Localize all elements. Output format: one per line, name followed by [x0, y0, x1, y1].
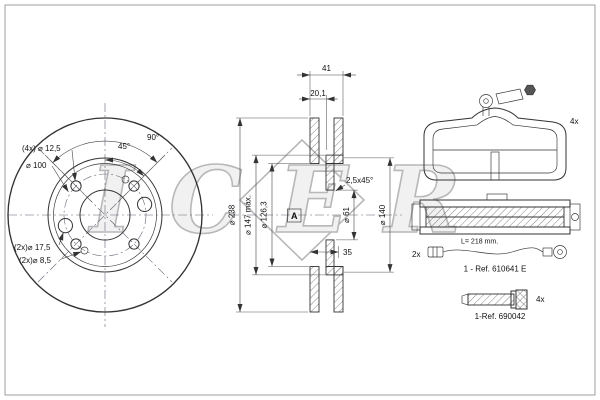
angle-90-label: 90°	[147, 133, 159, 142]
front-view-labels: (4x) ⌀ 12,5 ⌀ 100 (2x)⌀ 17,5 (2x)⌀ 8,5	[14, 144, 82, 265]
sensor-ref-label: 1 - Ref. 610641 E	[464, 265, 527, 274]
flange-diameter-label: ⌀ 140	[378, 204, 387, 225]
chamfer-note: 2,5x45°	[335, 176, 373, 192]
pad-end-clip-left	[411, 203, 421, 231]
outer-diameter-label: ⌀ 238	[228, 204, 237, 225]
wear-indicator-sensor: 2x L= 218 mm. 1 - Ref. 610641 E	[412, 239, 567, 274]
pad-backplate-bottom	[419, 226, 571, 235]
section-geometry	[309, 117, 344, 313]
disc-outer-circle	[7, 117, 203, 313]
dim-flange-diameter: ⌀ 140	[344, 157, 394, 273]
sensor-ring-terminal	[553, 245, 567, 259]
locating-hole-large	[137, 196, 153, 212]
pad-center-tab	[486, 193, 508, 201]
locating-hole-large	[57, 218, 74, 234]
max-diameter-label: ⌀ 147 máx.	[244, 195, 253, 235]
disc-section-plate	[309, 117, 320, 164]
total-width-label: 41	[322, 64, 331, 73]
disc-section-plate	[325, 266, 344, 276]
dim-total-width: 41	[297, 64, 356, 116]
depth-label: 35	[343, 248, 352, 257]
sensor-cable	[442, 247, 544, 255]
sensor-ring-hole	[557, 249, 563, 255]
dim-outer-diameter: ⌀ 238	[228, 117, 308, 313]
brake-pad-front-view: 4x	[423, 84, 578, 181]
pin-head-crosshatch	[515, 289, 528, 310]
pin-qty-label: 4x	[536, 295, 544, 304]
locating-hole-small-label: (2x)⌀ 8,5	[19, 256, 51, 265]
locating-hole-large-label: (2x)⌀ 17,5	[14, 243, 51, 252]
wear-clip-stem	[482, 107, 490, 116]
section-mark-label: A	[291, 211, 298, 221]
dim-friction-inner-diameter: ⌀ 126,3	[260, 163, 309, 267]
pad-outline	[423, 107, 567, 181]
dim-hat-width: 20,1	[299, 89, 338, 150]
disc-front-view: 45° 90° (4x) ⌀ 12,5 ⌀ 100 (2x)⌀ 17,5 (2x…	[7, 103, 213, 327]
wear-clip-ring	[479, 94, 493, 108]
pad-end-clip-right	[569, 203, 581, 231]
friction-inner-diameter-label: ⌀ 126,3	[260, 201, 269, 229]
pad-friction-top	[425, 206, 565, 218]
pcd-label: ⌀ 100	[26, 161, 47, 170]
pad-qty-label: 4x	[570, 117, 578, 126]
pad-center-slot	[490, 151, 500, 181]
pin-tip	[461, 293, 469, 306]
angle-45-label: 45°	[118, 142, 130, 151]
angle-dimensions: 45° 90°	[44, 133, 166, 203]
pad-friction-bottom	[425, 216, 565, 228]
chamfer-label: 2,5x45°	[346, 176, 373, 185]
icer-diamond-logo	[238, 138, 366, 262]
hub-bore-circle	[79, 189, 131, 241]
hat-width-label: 20,1	[310, 89, 326, 98]
pad-clip-hole	[571, 213, 579, 221]
bolt-holes-label: (4x) ⌀ 12,5	[22, 144, 61, 153]
disc-section-plate	[325, 163, 335, 191]
bolt-hole	[70, 238, 82, 250]
section-mark: A	[287, 208, 302, 223]
pin-ref-label: 1-Ref. 690042	[475, 312, 526, 321]
guide-pin: 4x 1-Ref. 690042	[461, 289, 544, 321]
locating-hole-small	[80, 246, 89, 255]
drawing-frame	[4, 4, 596, 396]
sensor-length-label: L= 218 mm.	[461, 239, 498, 246]
disc-section-plate	[325, 239, 335, 267]
centerlines	[8, 103, 213, 327]
bore-diameter-label: ⌀ 61	[342, 206, 351, 222]
dim-depth: 35	[310, 246, 352, 258]
pad-inner-contour	[432, 116, 558, 174]
disc-section-plate	[309, 266, 320, 313]
clip-bolt-icon	[524, 84, 536, 96]
sensor-qty-label: 2x	[412, 250, 420, 259]
disc-section-view: 41 20,1 ⌀ 238 ⌀ 147 máx. ⌀ 126,3	[228, 64, 402, 313]
wear-indicator-tab	[495, 88, 524, 105]
pin-shank	[467, 293, 515, 306]
wear-clip-hole	[483, 98, 489, 104]
bolt-hole	[128, 180, 140, 192]
disc-section-plate	[325, 154, 344, 164]
brake-pad-side-view	[411, 193, 581, 235]
bolt-hole	[128, 238, 140, 250]
sensor-fitting	[542, 247, 553, 257]
dim-max-diameter: ⌀ 147 máx.	[244, 154, 325, 276]
